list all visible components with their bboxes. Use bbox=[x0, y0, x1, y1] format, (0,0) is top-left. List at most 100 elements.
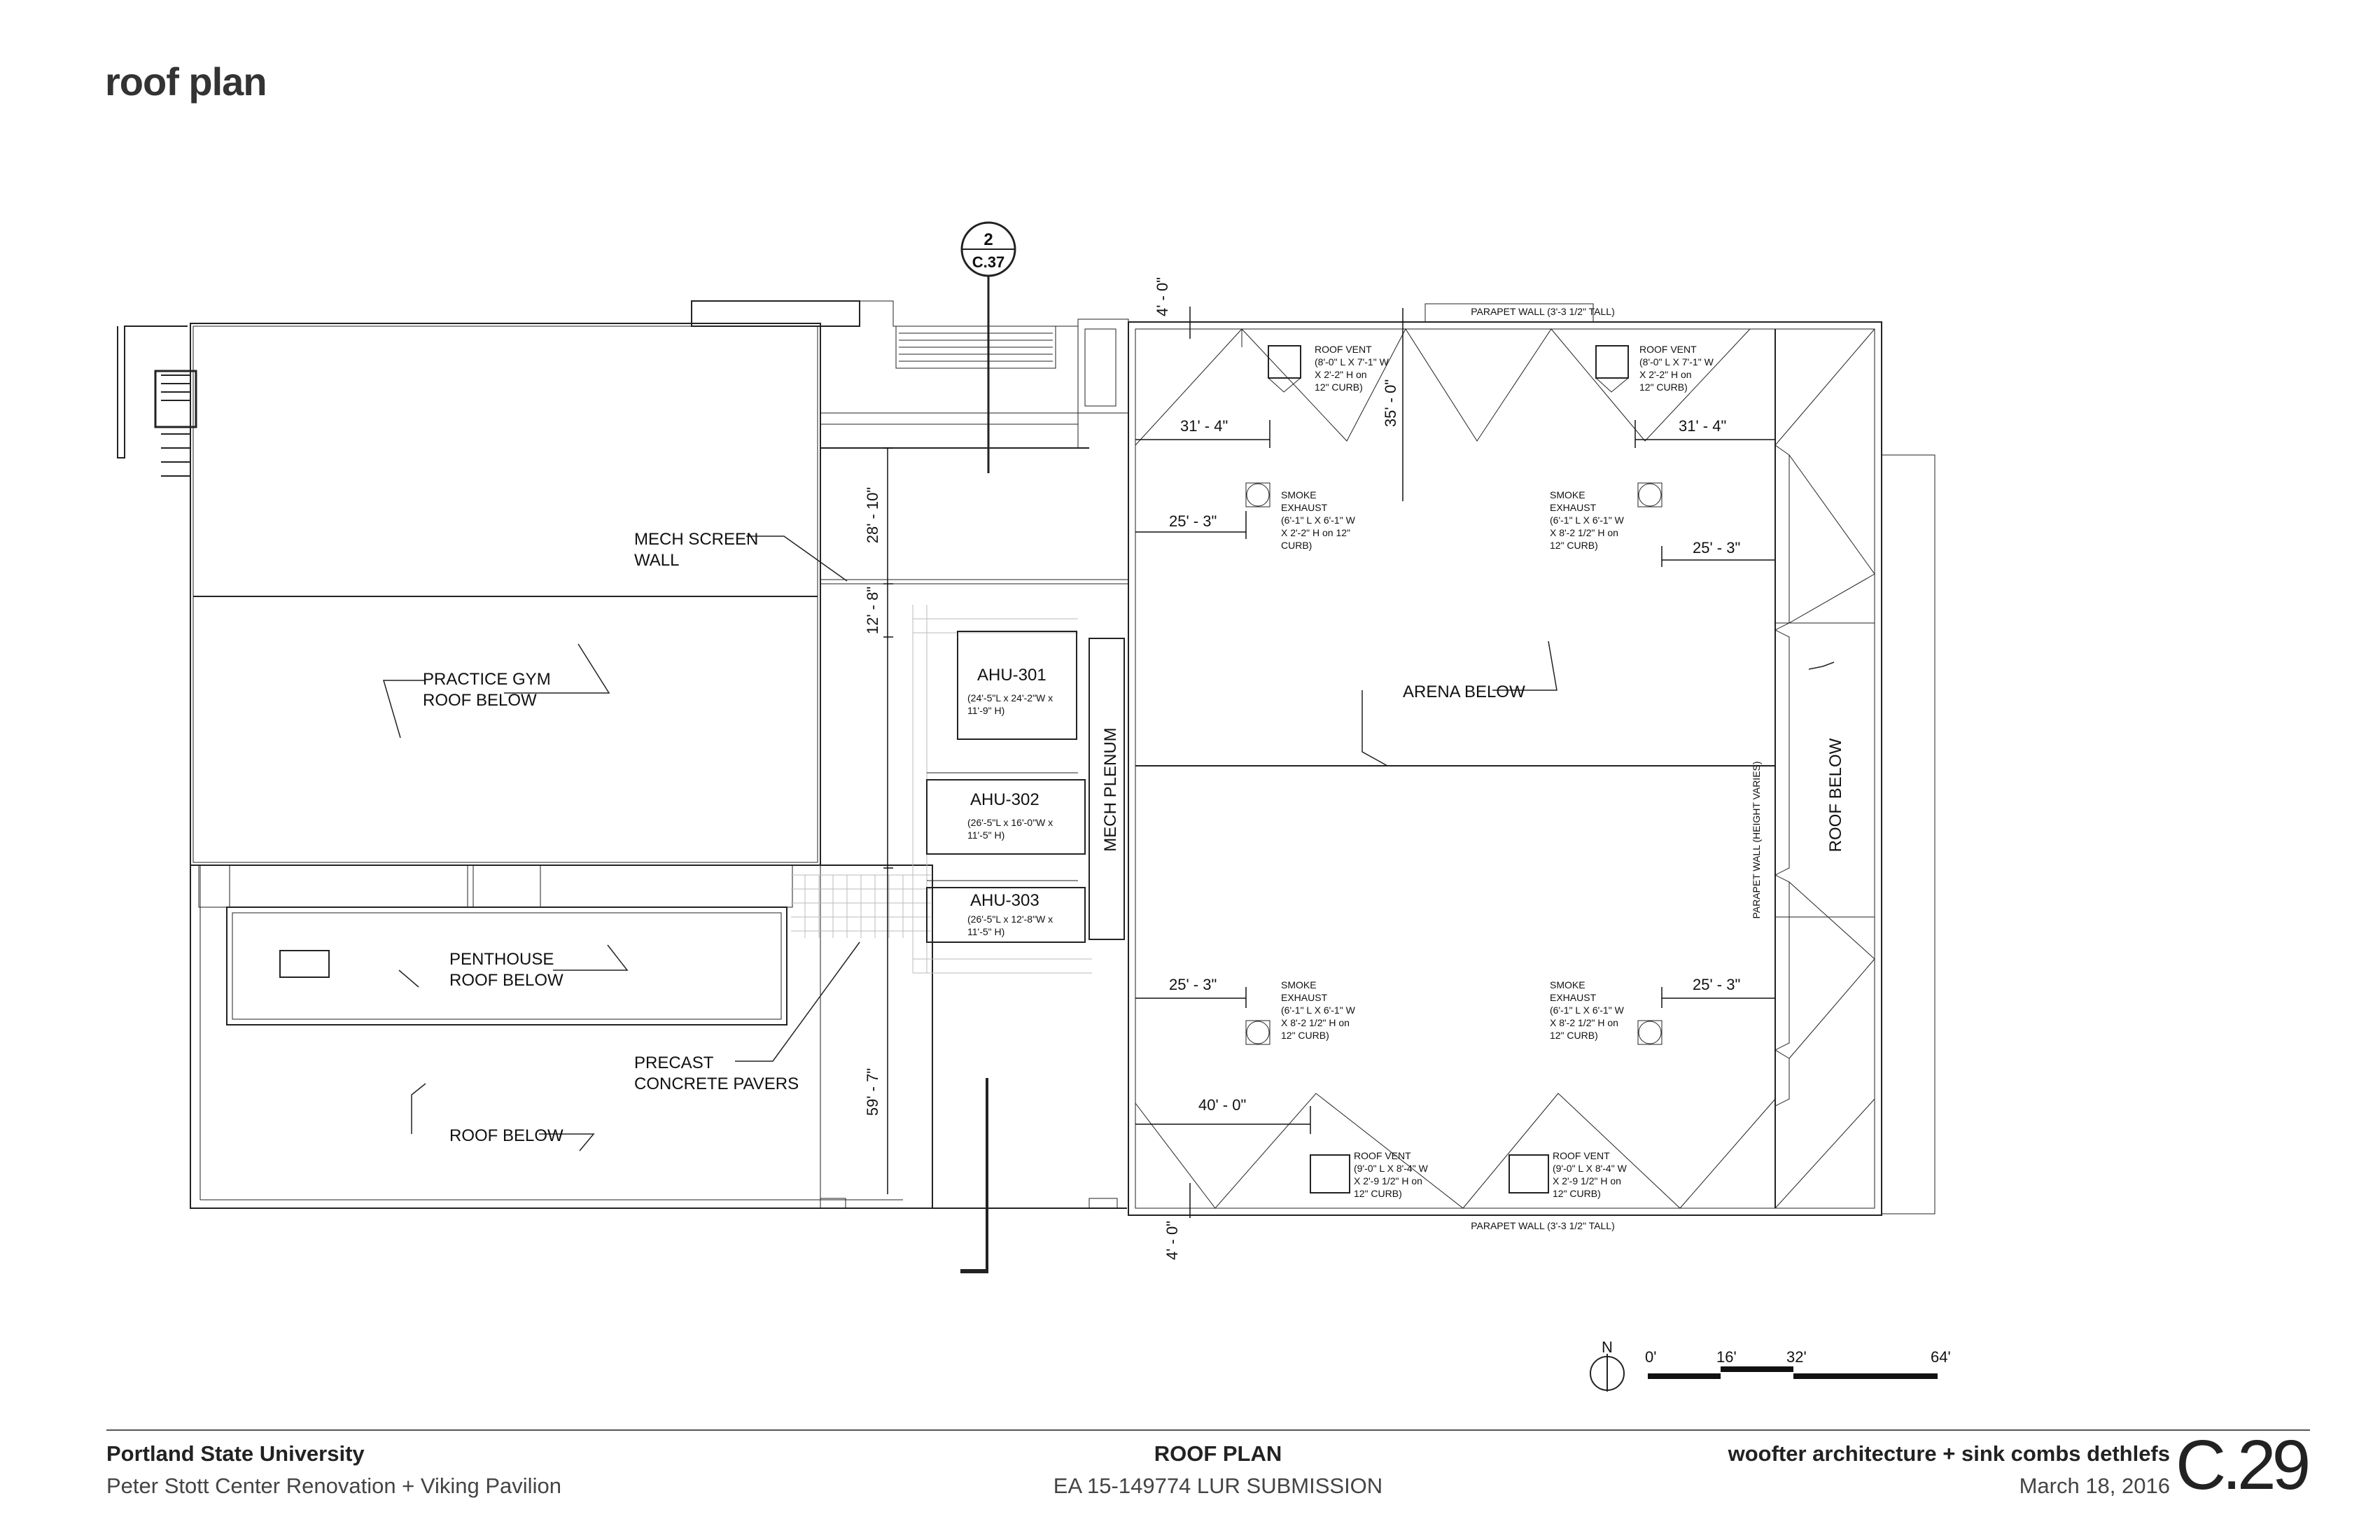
scale-label-16: 16' bbox=[1716, 1348, 1737, 1366]
dimension-lines bbox=[883, 307, 1775, 1218]
arena-roof bbox=[1128, 303, 1935, 1216]
roof-vent-tl-1: ROOF VENT bbox=[1315, 344, 1372, 355]
roof-vent-bl-1: ROOF VENT bbox=[1354, 1150, 1411, 1161]
ahu-303-dims-2: 11'-5" H) bbox=[967, 926, 1004, 937]
roof-below-right-label: ROOF BELOW bbox=[1826, 738, 1845, 852]
roof-vent-tr-3: X 2'-2" H on bbox=[1639, 369, 1692, 380]
ahu-302-dims-1: (26'-5"L x 16'-0"W x bbox=[967, 817, 1053, 828]
dim-25-3-tr: 25' - 3" bbox=[1693, 539, 1740, 556]
dim-25-3-br: 25' - 3" bbox=[1693, 976, 1740, 993]
smoke-tr-3: (6'-1" L X 6'-1" W bbox=[1550, 514, 1625, 526]
left-building bbox=[117, 300, 1128, 1209]
roof-vent-tr-2: (8'-0" L X 7'-1" W bbox=[1639, 356, 1714, 368]
north-arrow bbox=[1590, 1354, 1625, 1392]
smoke-br-2: EXHAUST bbox=[1550, 992, 1597, 1003]
scale-label-32: 32' bbox=[1786, 1348, 1807, 1366]
footer-project: Peter Stott Center Renovation + Viking P… bbox=[106, 1474, 561, 1498]
scale-label-0: 0' bbox=[1645, 1348, 1656, 1366]
dim-12-8: 12' - 8" bbox=[864, 587, 881, 634]
parapet-top-label: PARAPET WALL (3'-3 1/2" TALL) bbox=[1471, 306, 1615, 317]
smoke-tr-5: 12" CURB) bbox=[1550, 540, 1598, 551]
roof-vent-top-right bbox=[1595, 345, 1629, 379]
smoke-br-5: 12" CURB) bbox=[1550, 1030, 1598, 1041]
practice-gym-label-2: ROOF BELOW bbox=[423, 691, 537, 710]
roof-vent-tr-1: ROOF VENT bbox=[1639, 344, 1697, 355]
penthouse-roof bbox=[226, 906, 788, 1026]
dim-25-3-bl: 25' - 3" bbox=[1169, 976, 1217, 993]
smoke-bl-2: EXHAUST bbox=[1281, 992, 1328, 1003]
roof-below-left-label: ROOF BELOW bbox=[449, 1126, 564, 1145]
footer-center: ROOF PLAN EA 15-149774 LUR SUBMISSION bbox=[1022, 1438, 1414, 1502]
parapet-right-label: PARAPET WALL (HEIGHT VARIES) bbox=[1751, 761, 1762, 918]
precast-label-1: PRECAST bbox=[634, 1054, 714, 1072]
section-marker bbox=[960, 221, 1016, 1273]
ahu-301-dims-2: 11'-9" H) bbox=[967, 705, 1004, 716]
footer-submission: EA 15-149774 LUR SUBMISSION bbox=[1053, 1474, 1383, 1498]
roof-vent-bl-2: (9'-0" L X 8'-4" W bbox=[1354, 1163, 1429, 1174]
mech-screen-label-1: MECH SCREEN bbox=[634, 530, 758, 549]
smoke-br-3: (6'-1" L X 6'-1" W bbox=[1550, 1004, 1625, 1016]
ahu-302-name: AHU-302 bbox=[970, 790, 1040, 809]
smoke-tl-2: EXHAUST bbox=[1281, 502, 1328, 513]
footer-date: March 18, 2016 bbox=[2019, 1474, 2170, 1498]
dim-4-0-bottom: 4' - 0" bbox=[1163, 1221, 1181, 1260]
smoke-bl-4: X 8'-2 1/2" H on bbox=[1281, 1017, 1350, 1028]
north-label: N bbox=[1602, 1338, 1613, 1356]
roof-vent-bl-4: 12" CURB) bbox=[1354, 1188, 1402, 1199]
graphic-scale bbox=[1648, 1366, 1938, 1379]
ahu-301-name: AHU-301 bbox=[977, 666, 1046, 685]
ahu-303-dims-1: (26'-5"L x 12'-8"W x bbox=[967, 913, 1053, 925]
smoke-tl-3: (6'-1" L X 6'-1" W bbox=[1281, 514, 1356, 526]
sheet-number: C.29 bbox=[2176, 1426, 2311, 1504]
roof-vent-br-3: X 2'-9 1/2" H on bbox=[1553, 1175, 1621, 1186]
roof-vent-bottom-right bbox=[1508, 1154, 1549, 1194]
footer-firm: woofter architecture + sink combs dethle… bbox=[1728, 1441, 2170, 1466]
dim-40-0: 40' - 0" bbox=[1198, 1096, 1246, 1114]
smoke-bl-3: (6'-1" L X 6'-1" W bbox=[1281, 1004, 1356, 1016]
roof-vent-tl-3: X 2'-2" H on bbox=[1315, 369, 1367, 380]
dim-25-3-tl: 25' - 3" bbox=[1169, 512, 1217, 530]
roof-vent-tl-4: 12" CURB) bbox=[1315, 382, 1363, 393]
stair-left bbox=[154, 370, 197, 428]
scale-label-64: 64' bbox=[1931, 1348, 1951, 1366]
smoke-tr-4: X 8'-2 1/2" H on bbox=[1550, 527, 1618, 538]
smoke-tr-2: EXHAUST bbox=[1550, 502, 1597, 513]
ahu-301-dims-1: (24'-5"L x 24'-2"W x bbox=[967, 692, 1053, 704]
dim-35-0: 35' - 0" bbox=[1382, 379, 1399, 427]
practice-gym-label-1: PRACTICE GYM bbox=[423, 670, 551, 689]
precast-label-2: CONCRETE PAVERS bbox=[634, 1074, 799, 1093]
smoke-br-1: SMOKE bbox=[1550, 979, 1586, 990]
section-marker-sheet: C.37 bbox=[972, 253, 1004, 271]
leader-lines bbox=[382, 536, 1835, 1152]
ahu-303-unit bbox=[926, 887, 1086, 943]
ahu-303-name: AHU-303 bbox=[970, 891, 1040, 910]
arena-below-label: ARENA BELOW bbox=[1403, 682, 1525, 701]
smoke-br-4: X 8'-2 1/2" H on bbox=[1550, 1017, 1618, 1028]
roof-vent-br-1: ROOF VENT bbox=[1553, 1150, 1610, 1161]
smoke-tl-4: X 2'-2" H on 12" bbox=[1281, 527, 1350, 538]
roof-vent-top-left bbox=[1268, 345, 1301, 379]
dim-4-0-top: 4' - 0" bbox=[1154, 277, 1171, 316]
dim-31-4-right: 31' - 4" bbox=[1679, 417, 1726, 435]
roof-vent-bottom-left bbox=[1310, 1154, 1350, 1194]
dim-59-7: 59' - 7" bbox=[864, 1068, 881, 1116]
dim-31-4-left: 31' - 4" bbox=[1180, 417, 1228, 435]
section-marker-number: 2 bbox=[983, 230, 993, 249]
ahu-302-unit bbox=[926, 779, 1086, 855]
roof-vent-br-2: (9'-0" L X 8'-4" W bbox=[1553, 1163, 1628, 1174]
ahu-301-unit bbox=[957, 631, 1077, 740]
roof-vent-tr-4: 12" CURB) bbox=[1639, 382, 1688, 393]
smoke-tl-1: SMOKE bbox=[1281, 489, 1317, 500]
smoke-bl-5: 12" CURB) bbox=[1281, 1030, 1329, 1041]
dim-28-10: 28' - 10" bbox=[864, 487, 881, 544]
roof-vent-tl-2: (8'-0" L X 7'-1" W bbox=[1315, 356, 1390, 368]
footer-sheet-title: ROOF PLAN bbox=[1154, 1441, 1282, 1466]
smoke-bl-1: SMOKE bbox=[1281, 979, 1317, 990]
mech-screen-label-2: WALL bbox=[634, 551, 679, 570]
footer-org: Portland State University bbox=[106, 1441, 365, 1466]
footer-rule bbox=[106, 1429, 2310, 1431]
smoke-tl-5: CURB) bbox=[1281, 540, 1312, 551]
roof-vent-bl-3: X 2'-9 1/2" H on bbox=[1354, 1175, 1422, 1186]
footer-left: Portland State University Peter Stott Ce… bbox=[106, 1438, 561, 1502]
